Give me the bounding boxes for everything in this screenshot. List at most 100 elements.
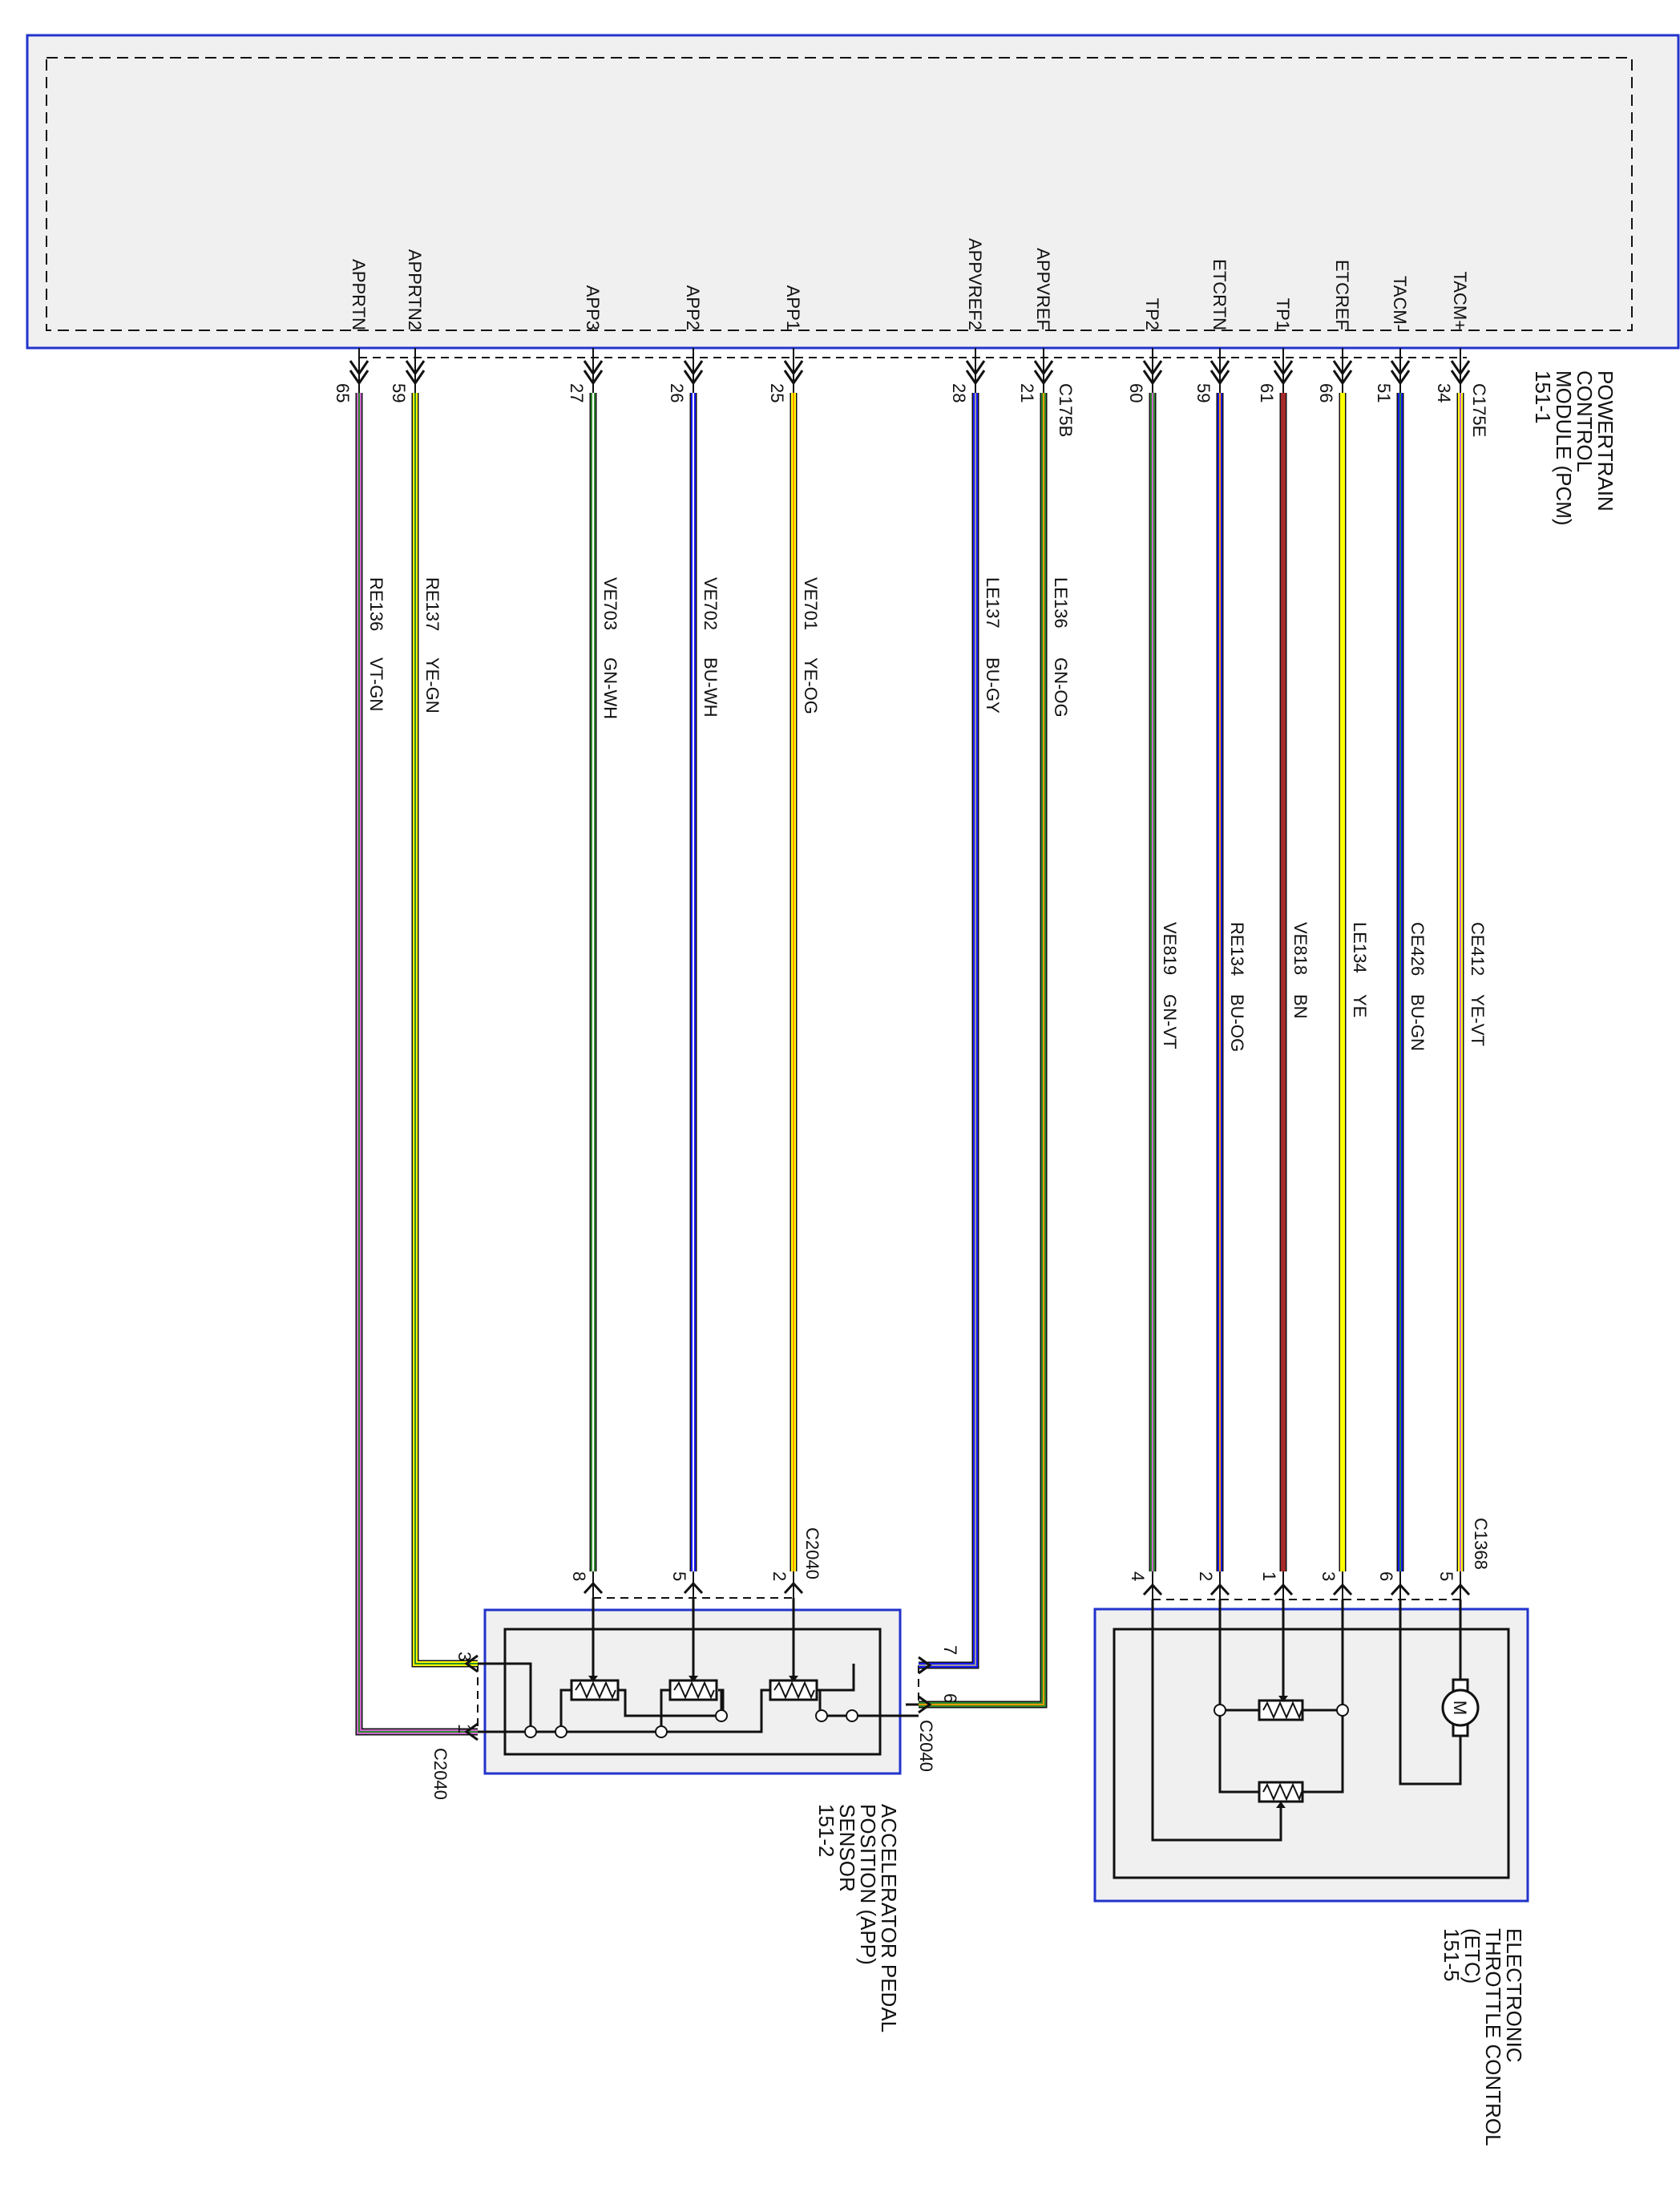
pcm-name-line: CONTROL: [1573, 370, 1597, 472]
signal-name: APP1: [783, 285, 803, 330]
circuit-id: VE818: [1290, 922, 1310, 975]
circuit-id: VE701: [801, 577, 821, 630]
circuit-id: VE702: [701, 577, 721, 630]
etc-wipers: [1276, 1696, 1288, 1808]
wire-stripe: [358, 393, 478, 1733]
color-code: BU-GN: [1407, 994, 1428, 1051]
pcm-name-line: 151-1: [1531, 370, 1555, 424]
app-connector-right: C2040: [916, 1720, 936, 1772]
wire-stripe: [919, 393, 976, 1666]
sensor-pin-number: 4: [1128, 1571, 1148, 1581]
sensor-pin-number: 3: [454, 1652, 475, 1661]
connector-pin-arrow: [783, 1581, 804, 1595]
wire-stripe: [919, 393, 1044, 1705]
circuit-id: LE137: [983, 577, 1003, 629]
pcm-pin-number: 28: [949, 383, 969, 402]
etc-resistor-zigzags: [1262, 1701, 1302, 1802]
signal-name: APPRTN: [349, 259, 369, 330]
etc-module-name: ELECTRONIC THROTTLE CONTROL (ETC) 151-5: [1440, 1928, 1526, 2151]
signal-name: ETCREF: [1332, 260, 1352, 330]
signal-name: TP1: [1273, 298, 1293, 330]
sensor-pin-number: 5: [1436, 1571, 1456, 1581]
etc-name-line: ELECTRONIC: [1502, 1928, 1526, 2063]
etc-module[interactable]: [1093, 1608, 1529, 1903]
app-sensor-resistor-zigzags: [575, 1680, 815, 1700]
sensor-pin-number: 3: [1319, 1571, 1339, 1581]
app-sensor-resistors: [570, 1679, 818, 1701]
pcm-connector-c175e: C175E: [1469, 383, 1489, 437]
connector-pin-arrow: [583, 1581, 604, 1595]
app-sensor-wipers: [588, 1676, 798, 1682]
app-sensor-junctions: [524, 1709, 858, 1738]
pcm-pin-number: 51: [1374, 383, 1394, 402]
sensor-pin-number: 2: [1196, 1571, 1216, 1581]
app-connector-top: C2040: [802, 1527, 822, 1579]
color-code: YE-OG: [801, 657, 821, 714]
etc-junctions: [1214, 1704, 1349, 1717]
signal-name: APPRTN2: [405, 249, 425, 330]
connector-pin-arrow: [1142, 1583, 1163, 1596]
app-name-line: ACCELERATOR PEDAL: [877, 1804, 901, 2032]
circuit-id: RE137: [422, 577, 442, 631]
etc-connector-label: C1368: [1471, 1518, 1491, 1570]
svg-text:M: M: [1450, 1701, 1470, 1715]
connector-pin-arrow: [1450, 1583, 1471, 1596]
app-name-line: SENSOR: [835, 1804, 859, 1892]
color-code: YE: [1350, 994, 1370, 1017]
connector-pin-arrow: [464, 1722, 479, 1741]
sensor-pin-number: 7: [940, 1645, 960, 1655]
etc-motor: M: [1441, 1678, 1480, 1737]
pcm-name-line: MODULE (PCM): [1552, 370, 1576, 526]
color-code: GN-VT: [1160, 994, 1180, 1049]
signal-name: APPVREF: [1033, 248, 1053, 330]
color-code: BU-WH: [701, 657, 721, 718]
signal-name: ETCRTN: [1210, 259, 1230, 330]
pcm-pin-number: 59: [389, 383, 409, 402]
wire-appvref2[interactable]: [919, 393, 978, 1668]
pcm-name-line: POWERTRAIN: [1593, 370, 1617, 512]
signal-name: APP2: [683, 285, 703, 330]
pcm-pin-number: 26: [667, 383, 687, 402]
circuit-id: CE426: [1407, 922, 1428, 976]
sensor-pin-number: 1: [1259, 1571, 1279, 1581]
etc-name-line: THROTTLE CONTROL: [1481, 1928, 1505, 2146]
app-connector-left: C2040: [430, 1748, 450, 1800]
color-code: YE-GN: [422, 657, 442, 714]
signal-name: APP3: [583, 285, 603, 330]
pcm-pin-number: 34: [1434, 383, 1454, 402]
color-code: BU-GY: [983, 657, 1003, 714]
connector-pin-arrow: [1273, 1583, 1294, 1596]
circuit-id: LE134: [1350, 922, 1370, 973]
etc-circuit: [1151, 1600, 1462, 1842]
circuit-id: LE136: [1051, 577, 1071, 629]
pcm-pin-number: 66: [1316, 383, 1336, 402]
pcm-pin-number: 21: [1017, 383, 1037, 402]
wire-outline: [919, 393, 979, 1669]
sensor-pin-number: 6: [1376, 1571, 1396, 1581]
signal-name: TP2: [1142, 298, 1162, 330]
etc-name-line: 151-5: [1440, 1928, 1464, 1982]
connector-pin-arrow: [918, 1656, 932, 1675]
connector-pin-arrow: [1390, 1583, 1411, 1596]
wire-appvref[interactable]: [919, 393, 1046, 1707]
connector-pin-arrow: [683, 1581, 704, 1595]
color-code: BN: [1290, 994, 1310, 1019]
connector-pin-arrow: [1332, 1583, 1353, 1596]
circuit-id: RE136: [366, 577, 386, 631]
signal-name: TACM-: [1390, 276, 1410, 330]
color-code: VT-GN: [366, 657, 386, 711]
pcm-pin-number: 60: [1126, 383, 1146, 402]
etc-name-line: (ETC): [1460, 1928, 1484, 1984]
color-code: GN-OG: [1051, 657, 1071, 718]
sensor-pin-number: 5: [669, 1571, 689, 1581]
pcm-pin-number: 65: [333, 383, 353, 402]
pcm-pin-number: 27: [567, 383, 587, 402]
app-name-line: POSITION (APP): [856, 1804, 880, 1965]
connector-pin-arrow: [1210, 1583, 1230, 1596]
circuit-id: VE819: [1160, 922, 1180, 975]
wire-stripe: [414, 393, 478, 1664]
pcm-module[interactable]: [26, 34, 1680, 350]
pcm-pin-number: 25: [767, 383, 787, 402]
signal-name: APPVREF2: [965, 238, 985, 330]
